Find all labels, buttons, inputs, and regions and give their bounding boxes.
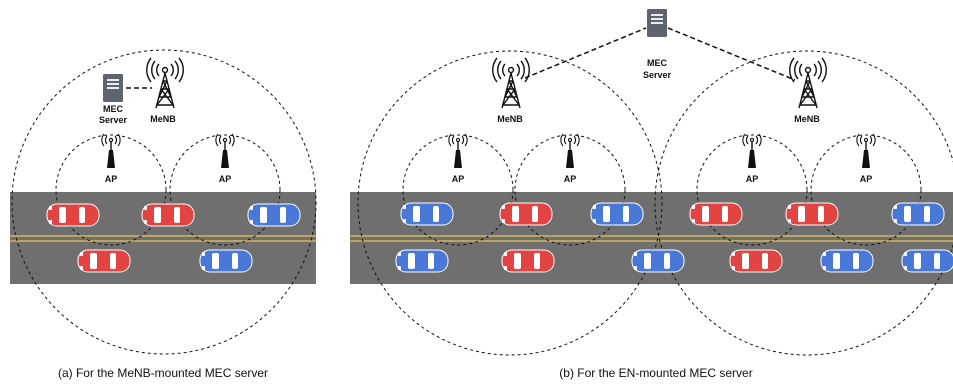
menb-coverage <box>357 50 663 356</box>
access-point-icon <box>742 133 762 169</box>
car-icon <box>901 249 953 273</box>
menb-coverage <box>11 49 317 355</box>
caption-b: (b) For the EN-mounted MEC server <box>559 366 752 380</box>
backhaul-link <box>667 27 796 81</box>
car-icon <box>247 203 301 227</box>
panel-b: MEC Server MeNB MeNB AP AP AP AP (b) For… <box>350 9 953 380</box>
cell-tower-icon <box>492 57 530 109</box>
car-icon <box>77 249 131 273</box>
menb-label: MeNB <box>150 114 176 124</box>
car-icon <box>46 203 100 227</box>
server-icon <box>647 9 667 37</box>
car-icon <box>395 249 449 273</box>
access-point-icon <box>448 133 468 169</box>
car-icon <box>499 202 553 226</box>
ap-label: AP <box>105 174 118 184</box>
ap-coverage <box>55 134 167 246</box>
server-label: Server <box>99 115 128 125</box>
ap-label: AP <box>219 174 232 184</box>
ap-coverage <box>402 134 514 246</box>
ap-label: AP <box>746 174 759 184</box>
caption-a: (a) For the MeNB-mounted MEC server <box>58 366 268 380</box>
cars-panel-a <box>46 203 301 273</box>
menb-coverage <box>654 50 953 356</box>
car-icon <box>631 249 685 273</box>
menb-label: MeNB <box>497 114 523 124</box>
backhaul-link <box>524 27 647 79</box>
car-icon <box>729 249 783 273</box>
server-icon <box>103 74 123 102</box>
ap-label: AP <box>564 174 577 184</box>
menb-label: MeNB <box>794 114 820 124</box>
car-icon <box>689 202 743 226</box>
ap-label: AP <box>452 174 465 184</box>
access-point-icon <box>856 133 876 169</box>
car-icon <box>400 202 454 226</box>
car-icon <box>891 202 945 226</box>
server-label: MEC <box>103 104 124 114</box>
server-label: MEC <box>647 58 668 68</box>
ap-label: AP <box>860 174 873 184</box>
cars-panel-b <box>395 202 953 273</box>
ap-coverage <box>810 134 922 246</box>
server-label: Server <box>643 70 672 80</box>
access-point-icon <box>560 133 580 169</box>
cell-tower-icon <box>146 57 184 109</box>
car-icon <box>785 202 839 226</box>
ap-coverage <box>514 134 626 246</box>
ap-coverage <box>696 134 808 246</box>
car-icon <box>199 249 253 273</box>
access-point-icon <box>215 133 235 169</box>
car-icon <box>820 249 874 273</box>
car-icon <box>141 203 195 227</box>
access-point-icon <box>101 133 121 169</box>
cell-tower-icon <box>789 57 827 109</box>
car-icon <box>590 202 644 226</box>
car-icon <box>501 249 555 273</box>
ap-coverage <box>169 134 281 246</box>
panel-a: MEC Server MeNB AP AP (a) For the MeNB-m… <box>10 49 317 380</box>
